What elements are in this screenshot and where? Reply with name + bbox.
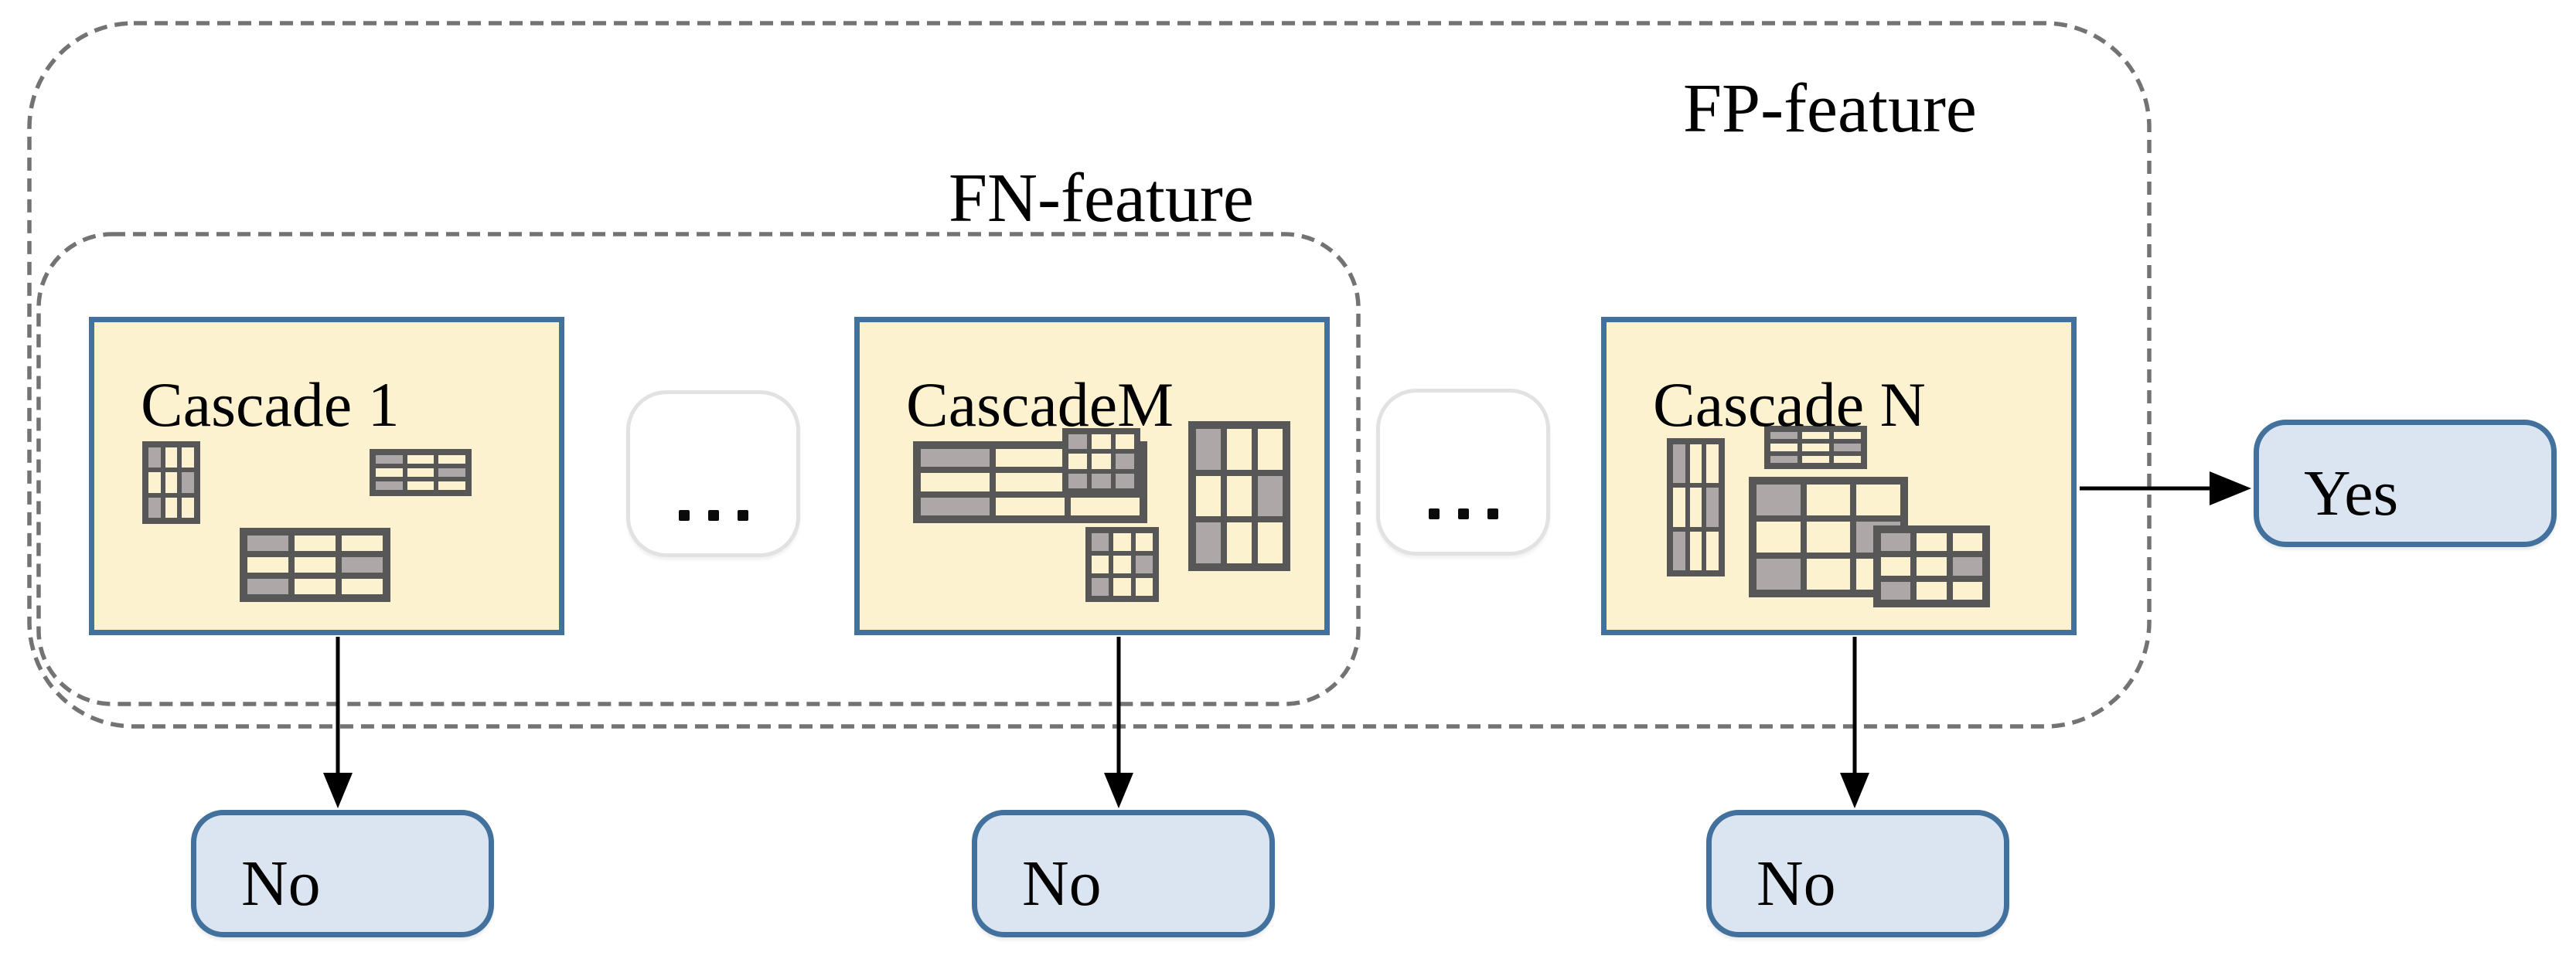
no-box-1: No: [191, 810, 494, 937]
ellipsis-box-2: [1376, 389, 1550, 556]
no-label: No: [241, 848, 321, 920]
fn-feature-label: FN-feature: [949, 160, 1254, 236]
haar-feature-grid: [142, 441, 200, 524]
fp-feature-boundary: [27, 21, 2152, 729]
haar-feature-grid: [370, 449, 472, 496]
arrowhead-cascaden-no: [1840, 773, 1869, 808]
no-box-3: No: [1706, 810, 2009, 937]
haar-feature-grid: [1873, 525, 1990, 607]
cascade-m-box: CascadeM: [854, 317, 1330, 635]
yes-label: Yes: [2304, 457, 2399, 529]
ellipsis-dots: [1380, 508, 1546, 519]
arrowhead-cascade1-no: [323, 773, 353, 808]
ellipsis-box-1: [626, 390, 800, 557]
no-label: No: [1757, 848, 1836, 920]
no-box-2: No: [972, 810, 1275, 937]
haar-feature-grid: [1085, 527, 1159, 602]
haar-feature-grid: [1062, 428, 1140, 495]
fn-feature-boundary: [36, 232, 1361, 706]
ellipsis-dots: [630, 510, 796, 521]
cascade-n-box: Cascade N: [1601, 317, 2077, 635]
haar-feature-grid: [240, 528, 390, 602]
arrowhead-cascadem-no: [1104, 773, 1133, 808]
no-label: No: [1022, 848, 1102, 920]
cascade-n-label: Cascade N: [1653, 369, 1926, 440]
arrowhead-cascaden-yes: [2210, 471, 2251, 505]
haar-feature-grid: [1667, 438, 1725, 576]
yes-box: Yes: [2254, 420, 2557, 547]
cascade-1-label: Cascade 1: [141, 369, 400, 440]
fp-feature-label: FP-feature: [1683, 70, 1977, 147]
haar-feature-grid: [1188, 421, 1290, 571]
haar-feature-grid: [1764, 426, 1867, 469]
cascade-m-label: CascadeM: [906, 369, 1174, 440]
cascade-1-box: Cascade 1: [89, 317, 564, 635]
